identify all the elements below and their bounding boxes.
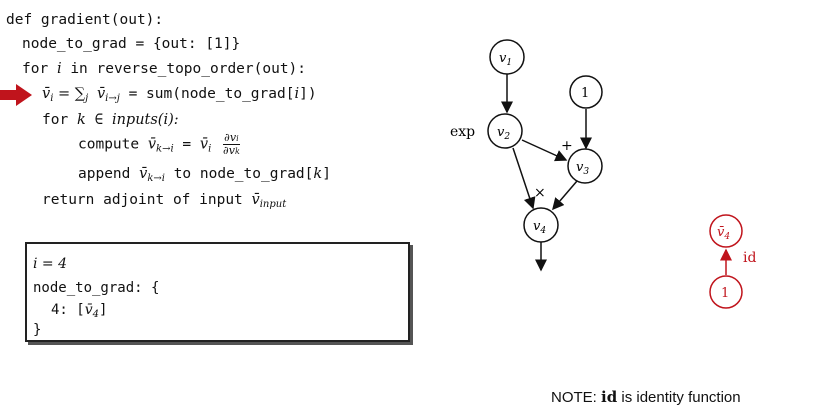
edge-v2-v3: [521, 139, 568, 162]
node-const-1: 1: [569, 75, 603, 109]
code-line-init: node_to_grad = {out: [1]}: [22, 36, 241, 52]
op-label-plus: +: [561, 138, 573, 154]
code-line-append: append v̄k→i to node_to_grad[k]: [78, 166, 331, 184]
node-v4: v4: [523, 207, 559, 243]
code-line-compute: compute v̄k→i = v̄i ∂vi ∂vk: [78, 131, 240, 157]
state-line-dict-close: }: [33, 322, 42, 338]
adjoint-node-one: 1: [709, 275, 743, 309]
code-line-def: def gradient(out):: [6, 12, 164, 28]
code-line-for-k: for k ∈ inputs(i):: [42, 112, 179, 128]
edge-v2-v4: [512, 147, 536, 210]
svg-text:v4: v4: [533, 219, 546, 236]
adjoint-node-v4bar: v̄4: [709, 214, 743, 248]
code-line-return: return adjoint of input v̄input: [42, 192, 287, 210]
svg-text:v̄4: v̄4: [717, 225, 730, 242]
adjoint-edge-label: id: [743, 250, 756, 266]
op-label-exp: exp: [450, 124, 475, 140]
code-line-for-i: for i in reverse_topo_order(out):: [22, 61, 307, 77]
state-line-i: i = 4: [33, 256, 68, 272]
node-v2: v2: [487, 113, 523, 149]
state-line-entry: 4: [v̄4]: [51, 302, 108, 320]
svg-text:v1: v1: [499, 51, 512, 68]
partial-derivative-fraction: ∂vi ∂vk: [223, 131, 240, 157]
current-line-arrow-icon: [0, 84, 32, 106]
footnote: NOTE: id is identity function: [551, 388, 741, 406]
op-label-times: ×: [534, 185, 546, 201]
node-v3: v3: [567, 148, 603, 184]
node-v1: v1: [489, 39, 525, 75]
svg-text:v3: v3: [576, 160, 589, 177]
edge-v3-v4: [552, 180, 578, 211]
svg-text:1: 1: [581, 86, 589, 101]
code-line-sum: v̄i = ∑j v̄i→j = sum(node_to_grad[i]): [42, 86, 317, 104]
state-line-dict-open: node_to_grad: {: [33, 280, 160, 296]
svg-text:1: 1: [721, 286, 729, 301]
svg-text:v2: v2: [497, 125, 510, 142]
state-box: i = 4 node_to_grad: { 4: [v̄4] }: [25, 242, 410, 342]
